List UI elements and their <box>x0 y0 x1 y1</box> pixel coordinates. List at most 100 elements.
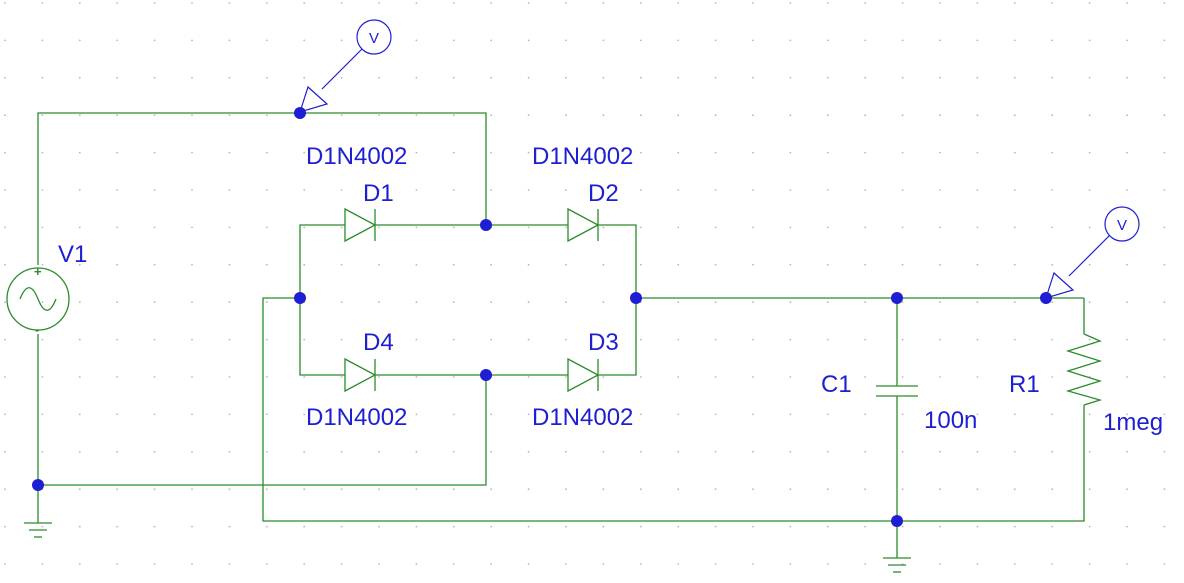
grid-dot <box>1163 376 1166 378</box>
capacitor-c1[interactable] <box>876 385 918 397</box>
grid-dot <box>527 338 530 341</box>
grid-dot <box>752 2 754 4</box>
grid-dot <box>303 189 306 191</box>
grid-dot <box>1013 413 1016 416</box>
grid-dot <box>565 189 567 191</box>
grid-dot <box>1013 2 1016 4</box>
grid-dot <box>228 151 231 154</box>
diode-d3[interactable] <box>567 357 600 393</box>
grid-dot <box>1163 488 1166 491</box>
grid-dot <box>1088 450 1091 453</box>
grid-dot <box>78 226 81 229</box>
grid-dot <box>639 376 642 378</box>
grid-dot <box>191 226 193 229</box>
grid-dot <box>527 301 530 304</box>
grid-dot <box>901 450 904 453</box>
grid-dot <box>752 525 754 528</box>
grid-dot <box>752 114 754 117</box>
grid-dot <box>527 189 530 191</box>
grid-dot <box>415 376 418 378</box>
d4-ref-label: D4 <box>363 329 394 356</box>
grid-dot <box>752 39 754 42</box>
v1-source[interactable]: + - <box>6 264 70 337</box>
sine-wave-icon <box>19 287 57 311</box>
grid-dot <box>228 525 231 528</box>
grid-dot <box>826 189 829 191</box>
grid-dot <box>41 563 44 565</box>
grid-dot <box>1163 226 1166 229</box>
grid-dot <box>303 338 306 341</box>
grid-dot <box>415 39 418 42</box>
grid-dot <box>789 563 792 565</box>
grid-dot <box>4 338 6 341</box>
grid-dot <box>677 189 680 191</box>
grid-dot <box>901 488 904 491</box>
grid-dot <box>1126 563 1128 565</box>
diode-d1[interactable] <box>344 207 377 243</box>
grid-dot <box>452 189 455 191</box>
grid-dot <box>976 488 979 491</box>
grid-dot <box>1051 226 1054 229</box>
grid-dot <box>41 376 44 378</box>
grid-dot <box>901 76 904 79</box>
wire-v1-bottom[interactable] <box>37 334 487 486</box>
grid-dot <box>639 563 642 565</box>
resistor-r1[interactable] <box>1065 333 1103 406</box>
grid-dot <box>602 189 605 191</box>
grid-dot <box>639 450 642 453</box>
grid-dot <box>303 263 306 266</box>
grid-dot <box>228 2 231 4</box>
grid-dot <box>1163 114 1166 117</box>
grid-dot <box>1163 76 1166 79</box>
grid-dot <box>116 226 119 229</box>
grid-dot <box>78 76 81 79</box>
grid-dot <box>490 338 493 341</box>
grid-dot <box>265 189 268 191</box>
voltage-probe-2[interactable]: V <box>1045 206 1140 299</box>
grid-dot <box>452 301 455 304</box>
grid-dot <box>415 413 418 416</box>
wire-d1-left[interactable] <box>299 224 345 376</box>
grid-dot <box>826 226 829 229</box>
grid-dot <box>752 488 754 491</box>
grid-dot <box>1051 189 1054 191</box>
junction-dot <box>891 292 903 304</box>
grid-dot <box>191 189 193 191</box>
grid-dot <box>901 151 904 154</box>
grid-dot <box>228 563 231 565</box>
grid-dot <box>752 151 754 154</box>
wire-v1-top[interactable] <box>37 112 487 265</box>
grid-dot <box>265 488 268 491</box>
grid-dot <box>153 525 156 528</box>
grid-dot <box>1126 338 1128 341</box>
junction-dot <box>294 107 306 119</box>
grid-dot <box>864 114 867 117</box>
grid-dot <box>1163 338 1166 341</box>
grid-dot <box>228 114 231 117</box>
grid-dot <box>4 376 6 378</box>
wire-left-return[interactable] <box>262 297 1085 522</box>
grid-dot <box>677 2 680 4</box>
grid-dot <box>78 189 81 191</box>
grid-dot <box>41 301 44 304</box>
grid-dot <box>752 413 754 416</box>
diode-d2[interactable] <box>567 207 600 243</box>
grid-dot <box>153 563 156 565</box>
grid-dot <box>265 413 268 416</box>
grid-dot <box>4 76 6 79</box>
grid-dot <box>976 263 979 266</box>
grid-dot <box>41 114 44 117</box>
voltage-probe-1[interactable]: V <box>299 19 392 113</box>
grid-dot <box>1126 76 1128 79</box>
grid-dot <box>153 263 156 266</box>
grid-dot <box>939 525 941 528</box>
grid-dot <box>1126 263 1128 266</box>
diode-d4[interactable] <box>344 357 377 393</box>
grid-dot <box>789 114 792 117</box>
grid-dot <box>265 226 268 229</box>
grid-dot <box>1088 39 1091 42</box>
grid-dot <box>1051 563 1054 565</box>
grid-dot <box>452 226 455 229</box>
grid-dot <box>976 450 979 453</box>
